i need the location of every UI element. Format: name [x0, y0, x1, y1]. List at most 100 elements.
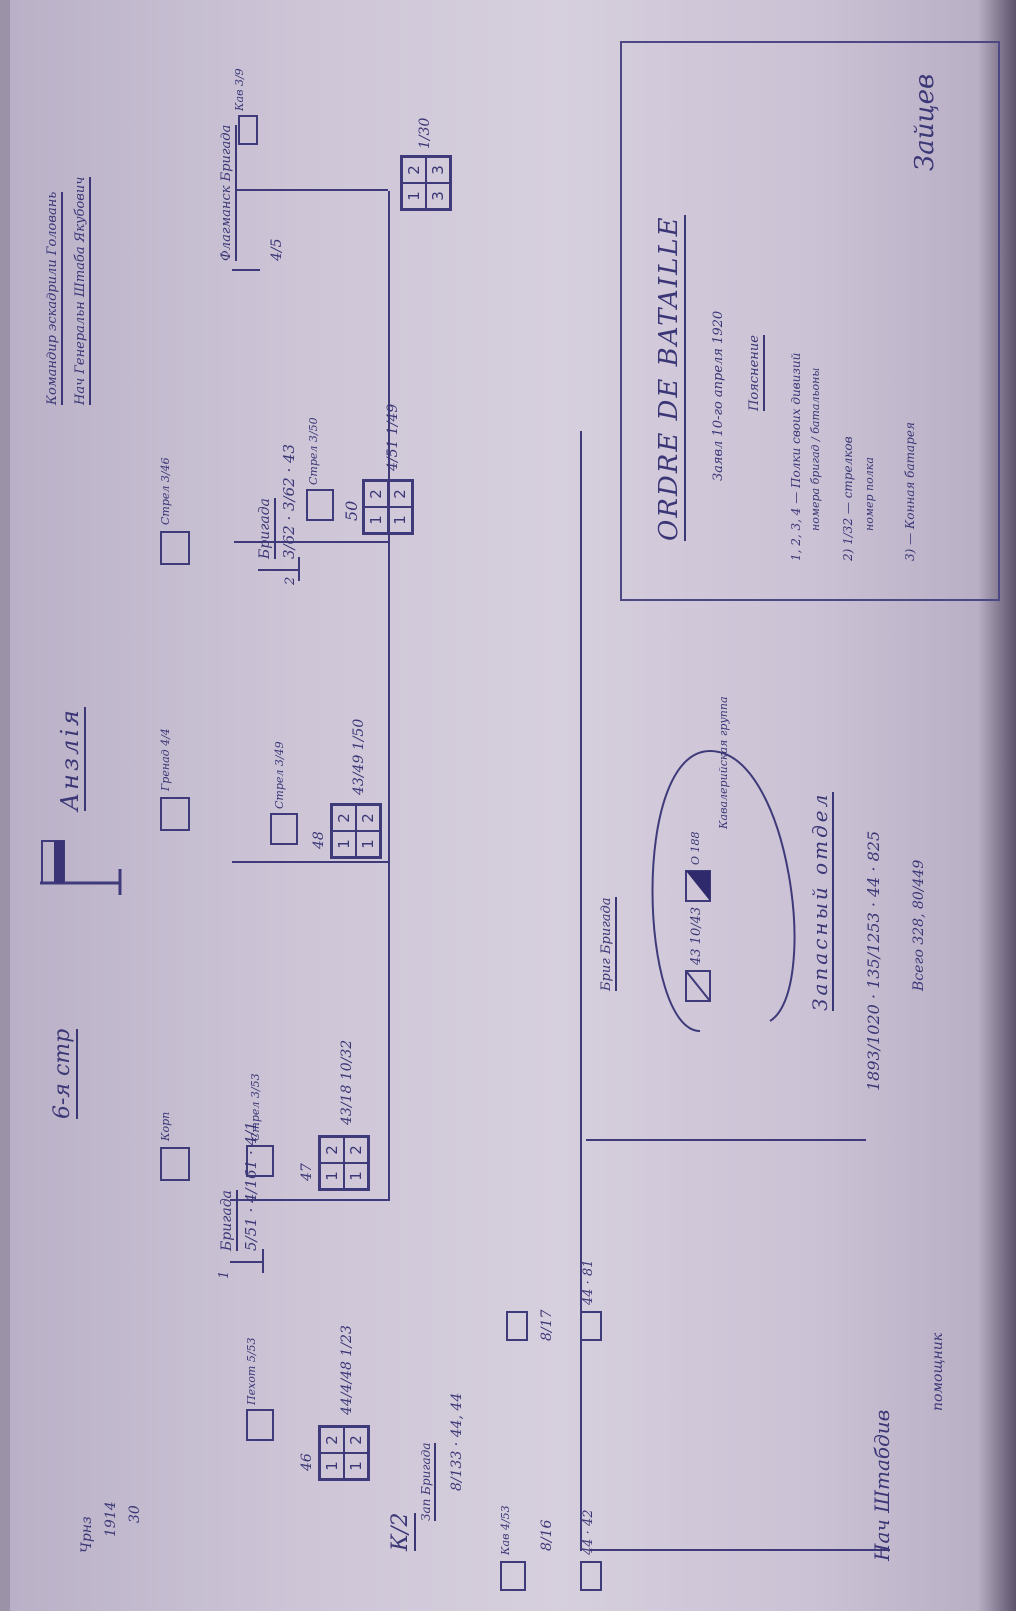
- grid-cell: 1: [388, 507, 412, 533]
- division-47-grid: 1 2 1 2: [318, 1135, 370, 1191]
- divider-drop-6: [586, 1139, 866, 1141]
- brigade-1-base: [262, 1249, 264, 1273]
- legend-title: ORDRE DE BATAILLE: [654, 215, 686, 541]
- grid-cell: 2: [320, 1427, 344, 1453]
- division-50-label: 50: [342, 500, 361, 521]
- brigade-2-fraction: 3/62 · 3/62 · 43: [280, 443, 298, 559]
- divider-line-mid: [580, 431, 582, 1551]
- header-note-2: 1914: [103, 1501, 119, 1537]
- division-46-fraction: 44/4/48 1/23: [339, 1325, 355, 1415]
- label-strel-a: Стрел 3/46: [159, 457, 172, 525]
- legend-item-1b: номера бригад / батальоны: [809, 367, 822, 531]
- grid-cell: 2: [344, 1427, 368, 1453]
- header-note-1: Чрнз: [79, 1516, 95, 1553]
- ring-label-b: О 188: [689, 831, 702, 865]
- label-strel-b: Стрел 3/53: [249, 1073, 262, 1141]
- grid-cell: 2: [320, 1137, 344, 1163]
- header-note-3: 30: [127, 1505, 143, 1523]
- unit-square-2: [160, 797, 190, 831]
- brigade-3-extra: 4/5: [269, 238, 285, 261]
- brigade-4-name: Зап Бригада: [419, 1442, 436, 1521]
- division-48-fraction: 43/49 1/50: [351, 718, 367, 795]
- unit-square-7: [306, 489, 334, 521]
- reserve-fraction: 1893/1020 · 135/1253 · 44 · 825: [864, 830, 883, 1091]
- label-pehot: Пехот 5/53: [245, 1337, 258, 1405]
- bn-count: 44 · 42: [581, 1509, 596, 1555]
- brigade-1-staff: [230, 1261, 262, 1263]
- reserve-title: Запасный отдел: [808, 791, 834, 1011]
- division-47-label: 47: [299, 1163, 315, 1181]
- unit-square-3: [160, 531, 190, 565]
- brigade-5-name: Бриг Бригада: [599, 897, 617, 991]
- divider-drop-2: [232, 861, 388, 863]
- battery-count: 8/17: [539, 1309, 555, 1341]
- unit-square-12: [580, 1311, 602, 1341]
- commander-line-1: Командир эскадрили Головань: [45, 191, 63, 405]
- unit-square-8: [238, 115, 258, 145]
- unit-square-6: [270, 813, 298, 845]
- unit-square-11: [580, 1561, 602, 1591]
- division-46-grid: 1 2 1 2: [318, 1425, 370, 1481]
- grid-cell: 1: [364, 507, 388, 533]
- grid-cell: 2: [344, 1137, 368, 1163]
- label-strel-d: Стрел 3/50: [307, 417, 320, 485]
- unit-square-10: [506, 1311, 528, 1341]
- division-48-label: 48: [311, 831, 327, 849]
- label-corps: Корп: [159, 1111, 172, 1141]
- signature-left-2: помощник: [930, 1332, 946, 1411]
- division-47-fraction: 43/18 10/32: [339, 1039, 355, 1125]
- divider-drop-4: [236, 189, 388, 191]
- grid-cell: 2: [332, 805, 356, 831]
- label-strel-c: Стрел 3/49: [273, 741, 286, 809]
- legend-item-3: 3) — Конная батарея: [903, 422, 917, 561]
- cavalry-ring-outline: [651, 749, 796, 1032]
- brigade-4-fraction: 8/133 · 44, 44: [449, 1392, 465, 1491]
- ring-label-c: Кавалерийская группа: [717, 696, 730, 829]
- grid-cell: 1: [402, 183, 426, 209]
- label-kav-b: Кав 4/53: [499, 1505, 512, 1555]
- division-50-fraction: 4/51 1/49: [385, 403, 401, 471]
- legend-item-2: 2) 1/32 — стрелков: [841, 436, 855, 561]
- divider-drop-5: [590, 1549, 890, 1551]
- btm-count: 44 · 81: [581, 1259, 596, 1305]
- grid-cell: 2: [356, 805, 380, 831]
- paper-edge-shadow-left: [0, 0, 10, 1611]
- legend-item-1: 1, 2, 3, 4 — Полки своих дивизий: [789, 352, 803, 561]
- reserve-total: Всего 328, 80/449: [911, 859, 927, 991]
- label-kav-a: Кав 3/9: [233, 68, 246, 111]
- title-right: Анзлiя: [56, 707, 86, 811]
- division-50-grid: 1 2 1 2: [362, 479, 414, 535]
- brigade-3-name: Флагманск Бригада: [219, 124, 237, 261]
- flag-icon: [40, 840, 122, 895]
- grid-cell: 3: [426, 157, 450, 183]
- division-right-fraction: 1/30: [417, 117, 433, 149]
- grid-cell: 1: [344, 1163, 368, 1189]
- unit-square-4: [246, 1409, 274, 1441]
- unit-square-1: [160, 1147, 190, 1181]
- label-grenad: Гренад 4/4: [159, 728, 172, 791]
- grid-cell: 2: [388, 481, 412, 507]
- grid-cell: 2: [364, 481, 388, 507]
- brigade-2-name: Бригада: [257, 498, 276, 559]
- grid-cell: 1: [356, 831, 380, 857]
- brigade-1-name: Бригада: [219, 1190, 238, 1251]
- title-left: 6-я стр: [50, 1028, 78, 1119]
- legend-item-2b: номер полка: [863, 457, 876, 531]
- grid-cell: 1: [332, 831, 356, 857]
- brigade-1-number: 1: [217, 1270, 232, 1279]
- unit-square-5: [246, 1145, 274, 1177]
- kav-count: 8/16: [539, 1519, 555, 1551]
- brigade-3-staff: [232, 269, 260, 271]
- brigade-2-base: [298, 557, 300, 581]
- unit-square-9: [500, 1561, 526, 1591]
- paper-edge-shadow-right: [978, 0, 1016, 1611]
- grid-cell: 1: [320, 1453, 344, 1479]
- signature-left: Нач Штабдив: [870, 1409, 894, 1561]
- divider-line-top: [388, 191, 390, 1201]
- grid-cell: 1: [344, 1453, 368, 1479]
- division-46-label: 46: [299, 1453, 315, 1471]
- grid-cell: 2: [402, 157, 426, 183]
- division-right-grid: 1 2 3 3: [400, 155, 452, 211]
